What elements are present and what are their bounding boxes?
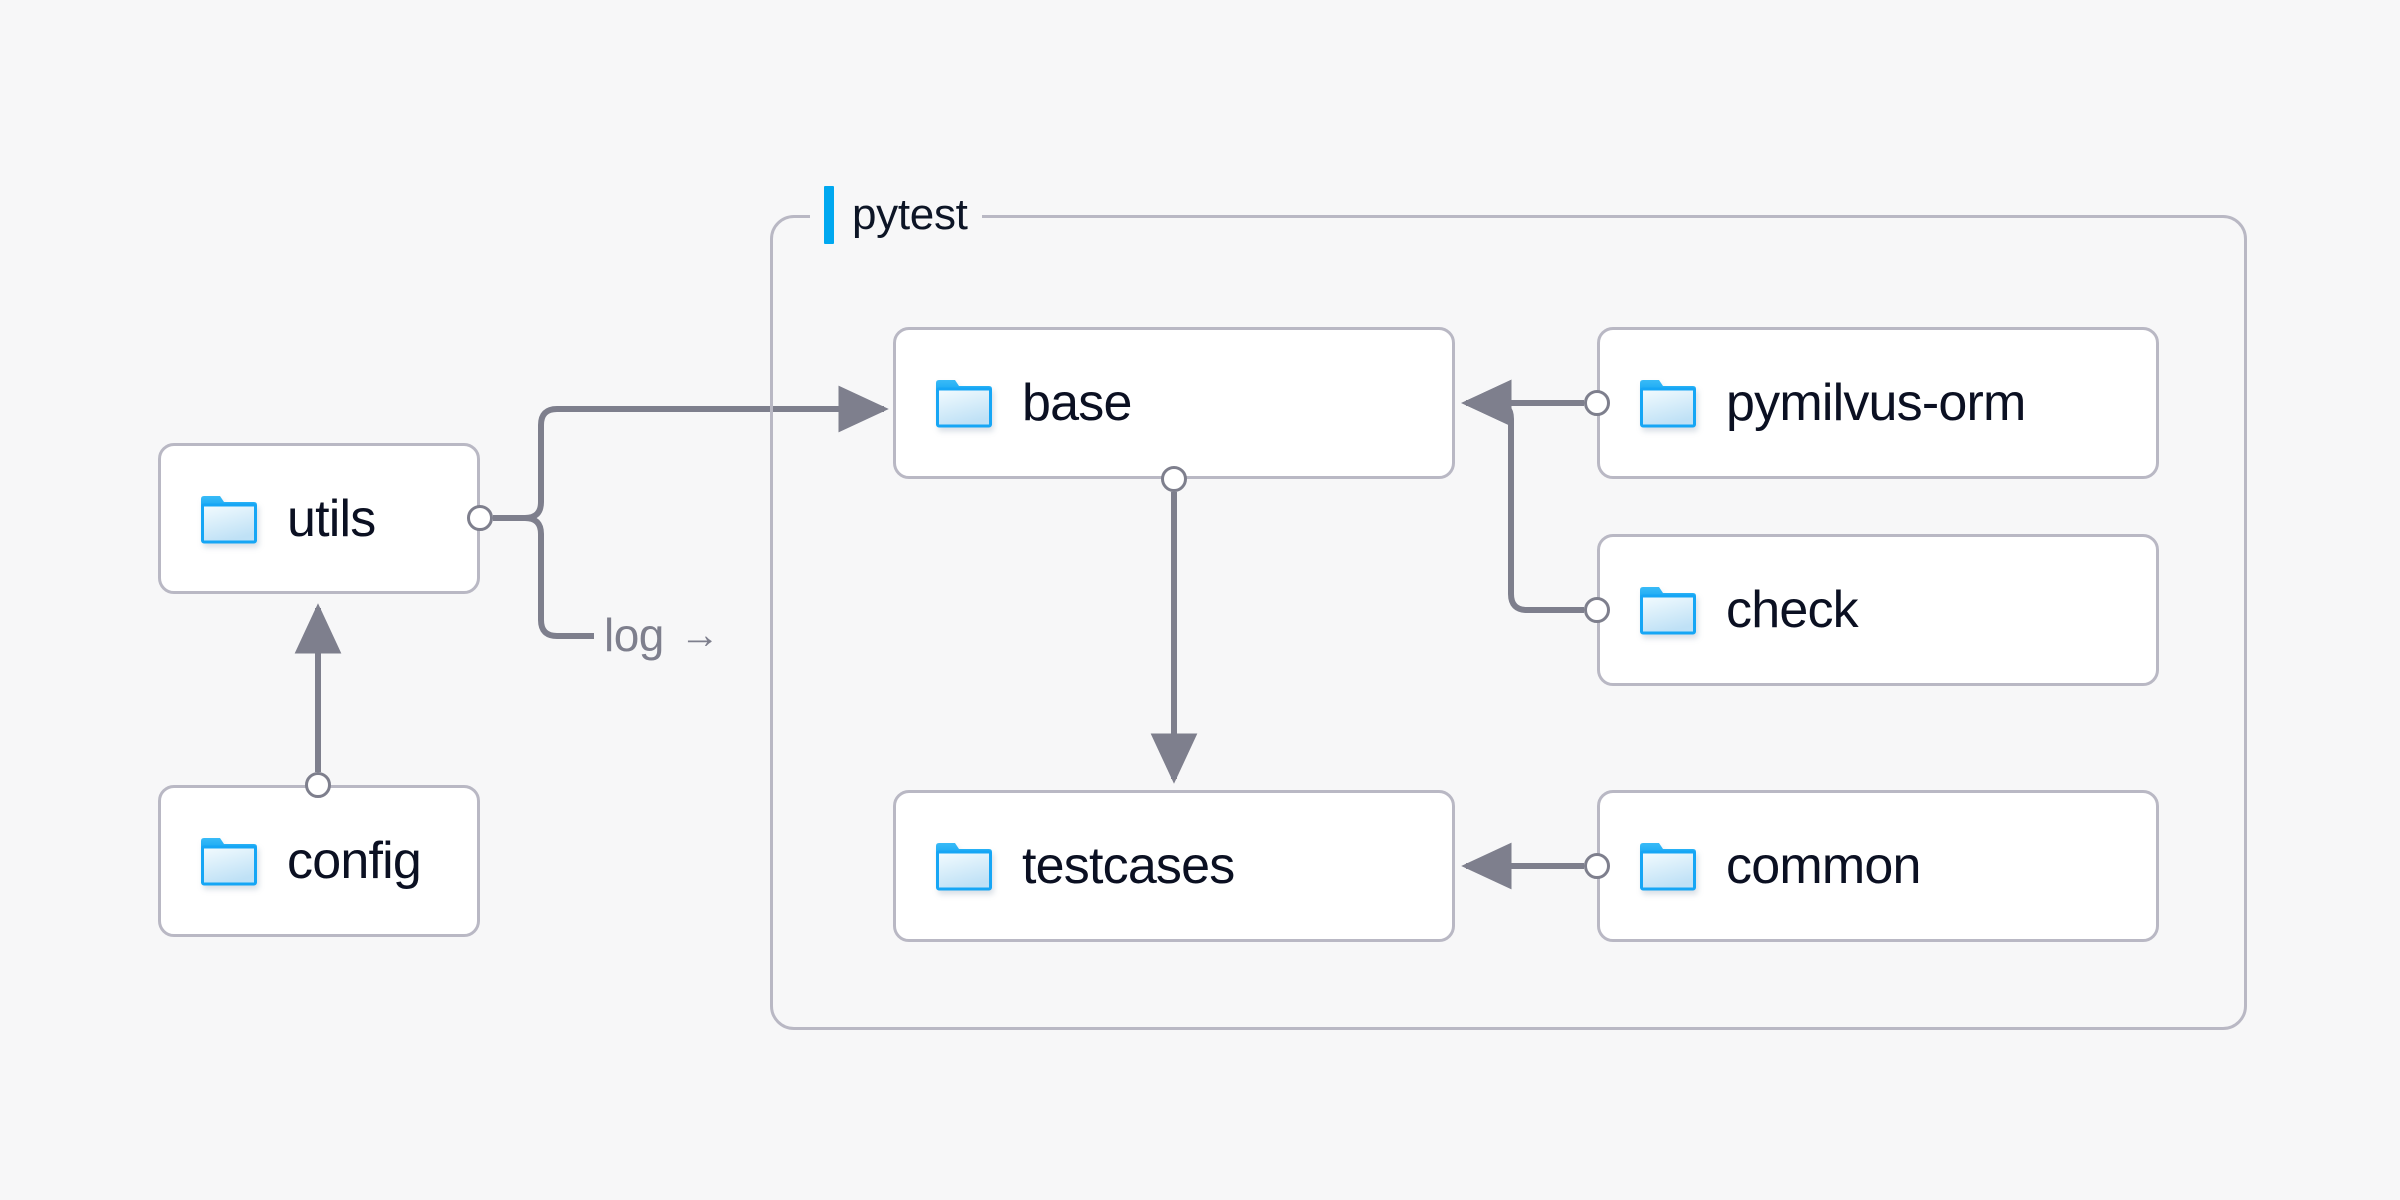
group-pytest-label: pytest bbox=[810, 184, 982, 246]
folder-icon bbox=[934, 377, 994, 429]
group-accent-bar bbox=[824, 186, 834, 244]
node-check[interactable]: check bbox=[1597, 534, 2159, 686]
node-testcases[interactable]: testcases bbox=[893, 790, 1455, 942]
node-label: config bbox=[287, 832, 422, 890]
node-label: check bbox=[1726, 581, 1859, 639]
edge-label-text: log bbox=[604, 609, 664, 661]
edge-label-log[interactable]: log → bbox=[604, 612, 720, 658]
handle-config-top[interactable] bbox=[305, 772, 331, 798]
node-pymilvus-orm[interactable]: pymilvus-orm bbox=[1597, 327, 2159, 479]
handle-utils-right[interactable] bbox=[467, 505, 493, 531]
node-label: utils bbox=[287, 489, 376, 548]
group-pytest[interactable] bbox=[770, 215, 2247, 1030]
node-label: testcases bbox=[1022, 837, 1235, 895]
folder-icon bbox=[199, 493, 259, 545]
folder-icon bbox=[934, 840, 994, 892]
folder-icon bbox=[1638, 377, 1698, 429]
node-config[interactable]: config bbox=[158, 785, 480, 937]
folder-icon bbox=[199, 835, 259, 887]
node-label: common bbox=[1726, 837, 1921, 895]
folder-icon bbox=[1638, 584, 1698, 636]
edge-utils-to-log bbox=[493, 515, 594, 639]
handle-check-left[interactable] bbox=[1584, 597, 1610, 623]
node-label: pymilvus-orm bbox=[1726, 374, 2026, 432]
folder-icon bbox=[1638, 840, 1698, 892]
node-common[interactable]: common bbox=[1597, 790, 2159, 942]
node-base[interactable]: base bbox=[893, 327, 1455, 479]
handle-common-left[interactable] bbox=[1584, 853, 1610, 879]
handle-pymilvus-orm-left[interactable] bbox=[1584, 390, 1610, 416]
node-label: base bbox=[1022, 374, 1132, 432]
group-label-text: pytest bbox=[852, 190, 968, 239]
arrow-right-icon: → bbox=[679, 613, 720, 657]
handle-base-bottom[interactable] bbox=[1161, 466, 1187, 492]
node-utils[interactable]: utils bbox=[158, 443, 480, 594]
